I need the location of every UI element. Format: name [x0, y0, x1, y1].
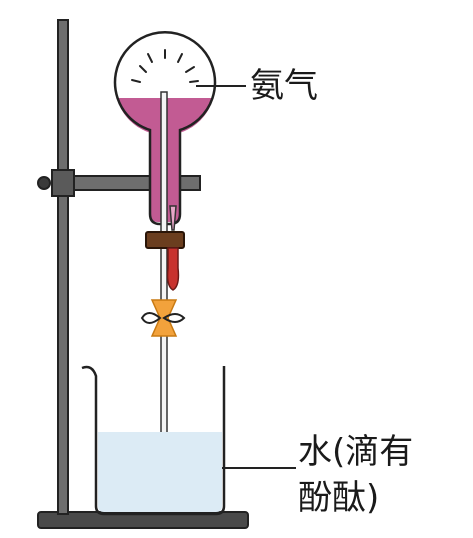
ammonia-label: 氨气	[250, 66, 318, 106]
clamp-boss	[51, 169, 75, 197]
clamp-screw	[37, 176, 51, 190]
glass-tube	[160, 91, 168, 463]
dropper-bulb	[166, 247, 180, 291]
pinch-clamp	[140, 299, 186, 337]
stand-rod	[57, 19, 69, 515]
dropper	[169, 205, 177, 231]
water-label-line1: 水(滴有	[298, 432, 414, 472]
rubber-stopper	[145, 231, 185, 249]
beaker	[81, 365, 226, 516]
beaker-water	[98, 432, 222, 512]
water-label-line2: 酚酞)	[298, 478, 380, 518]
